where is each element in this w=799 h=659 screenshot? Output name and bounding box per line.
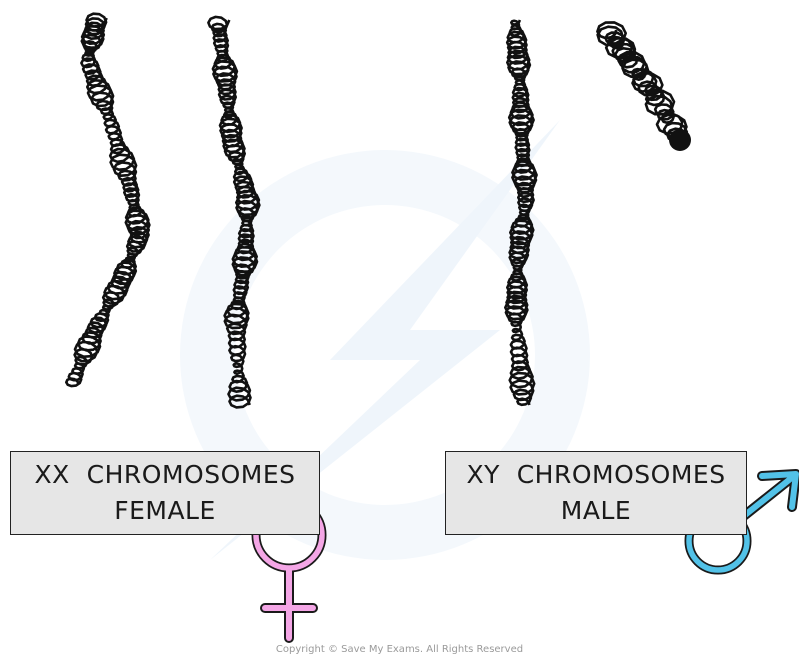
xy-chromosomes-label: XY CHROMOSOMES MALE (445, 451, 747, 535)
female-label: FEMALE (11, 493, 319, 529)
chromosome-y-knot (669, 129, 691, 151)
copyright-notice: Copyright © Save My Exams. All Rights Re… (0, 644, 799, 655)
chromosome-x-1 (66, 14, 149, 386)
chromosome-y (597, 22, 689, 142)
xy-chromosomes-title: XY CHROMOSOMES (446, 457, 746, 493)
xx-chromosomes-label: XX CHROMOSOMES FEMALE (10, 451, 320, 535)
xx-chromosomes-title: XX CHROMOSOMES (11, 457, 319, 493)
male-label: MALE (446, 493, 746, 529)
